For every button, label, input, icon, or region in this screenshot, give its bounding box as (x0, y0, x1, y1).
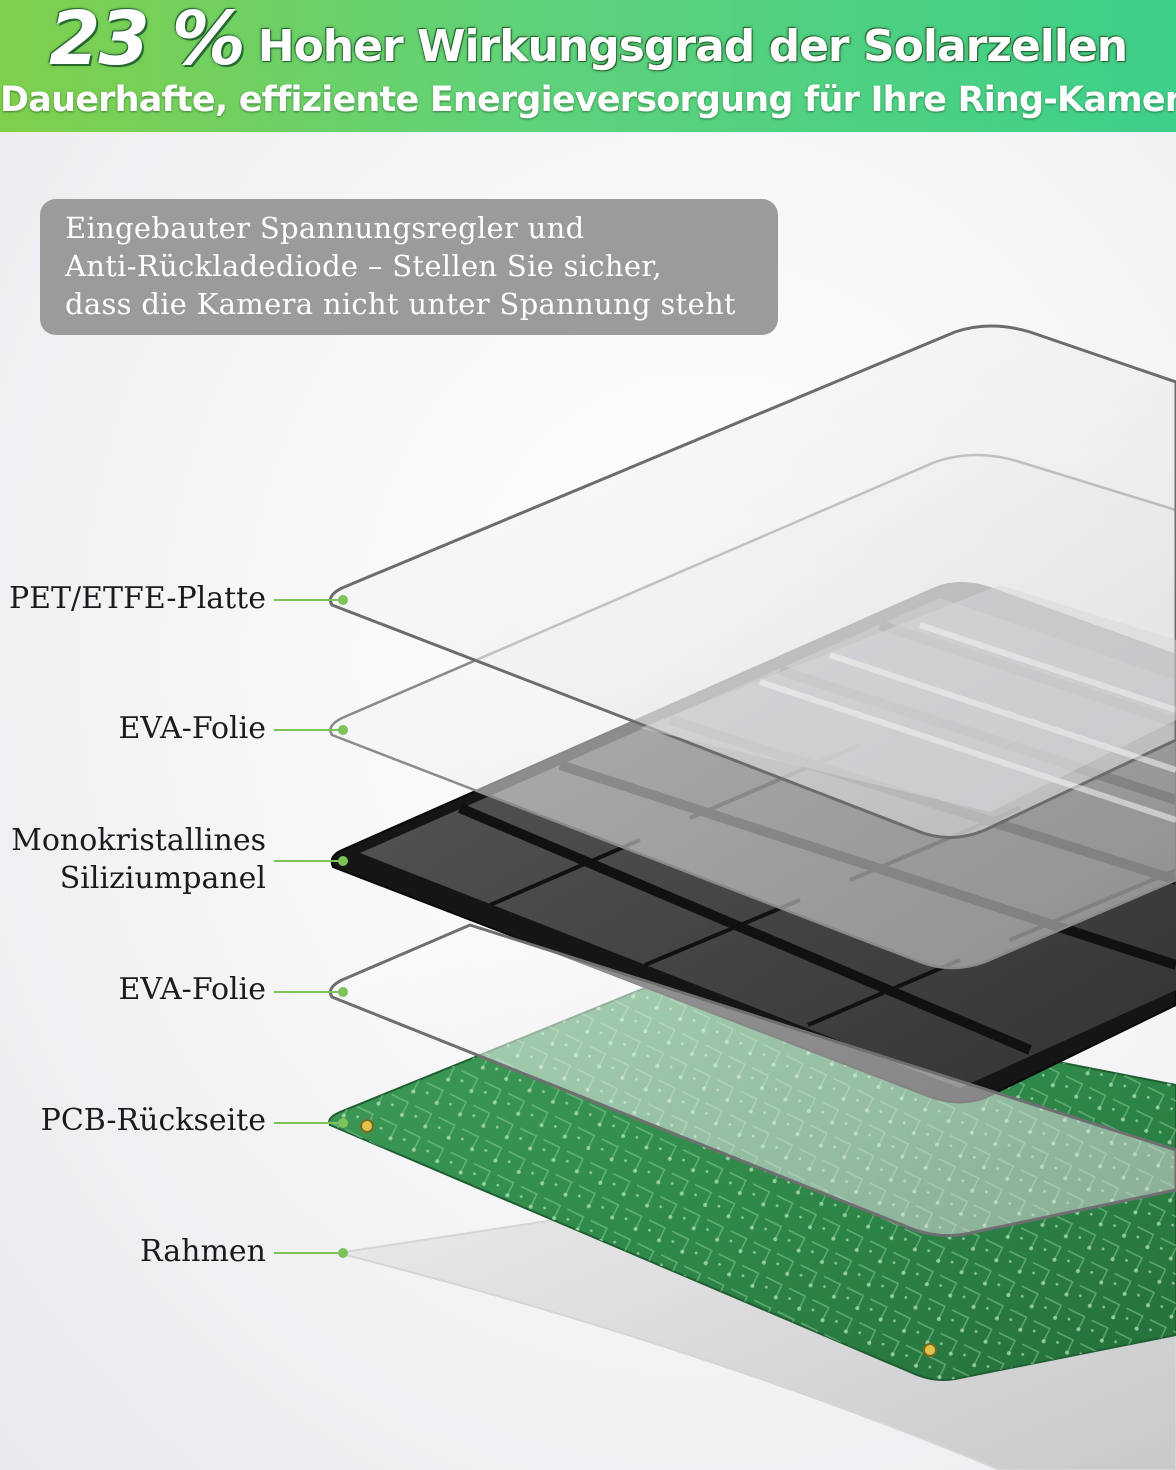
layer-label-line: PET/ETFE-Platte (8, 581, 266, 616)
layer-label-pcb: PCB-Rückseite (41, 1102, 266, 1140)
layer-label-line: EVA-Folie (118, 972, 266, 1007)
callout-line: dass die Kamera nicht unter Spannung ste… (65, 287, 736, 321)
headline-subtitle: Dauerhafte, effiziente Energieversorgung… (0, 80, 1176, 120)
eva-film-lower (328, 923, 1176, 1237)
layer-label-frame: Rahmen (140, 1233, 266, 1271)
callout-line: Anti-Rückladediode – Stellen Sie sicher, (65, 249, 662, 283)
leader-dot (338, 987, 348, 997)
headline: 23 %Hoher Wirkungsgrad der Solarzellen (0, 0, 1176, 78)
leader-lines (274, 599, 343, 1254)
feature-callout: Eingebauter Spannungsregler und Anti-Rüc… (40, 199, 778, 335)
leader-dot (338, 1248, 348, 1258)
layer-label-eva-upper: EVA-Folie (118, 710, 266, 748)
efficiency-percent: 23 % (48, 0, 246, 82)
callout-line: Eingebauter Spannungsregler und (65, 211, 585, 245)
glass-grid-reflection (640, 585, 1176, 823)
layer-label-pet-etfe: PET/ETFE-Platte (9, 580, 266, 618)
pcb-mount-hole (923, 1343, 937, 1357)
leader-dot (338, 725, 348, 735)
layer-label-silicon-panel: Monokristallines Siliziumpanel (11, 822, 266, 898)
headline-tagline: Hoher Wirkungsgrad der Solarzellen (257, 21, 1128, 72)
leader-dot (338, 1118, 348, 1128)
layer-label-line: PCB-Rückseite (40, 1103, 266, 1138)
layer-label-line: EVA-Folie (118, 711, 266, 746)
layer-label-line: Rahmen (139, 1234, 266, 1269)
layer-label-line: Siliziumpanel (59, 861, 266, 896)
header-banner: 23 %Hoher Wirkungsgrad der Solarzellen D… (0, 0, 1176, 132)
layer-label-eva-lower: EVA-Folie (118, 971, 266, 1009)
leader-dot (338, 595, 348, 605)
leader-dots (338, 595, 348, 1258)
leader-dot (338, 856, 348, 866)
pcb-mount-hole (360, 1119, 374, 1133)
layer-label-line: Monokristallines (11, 823, 266, 858)
